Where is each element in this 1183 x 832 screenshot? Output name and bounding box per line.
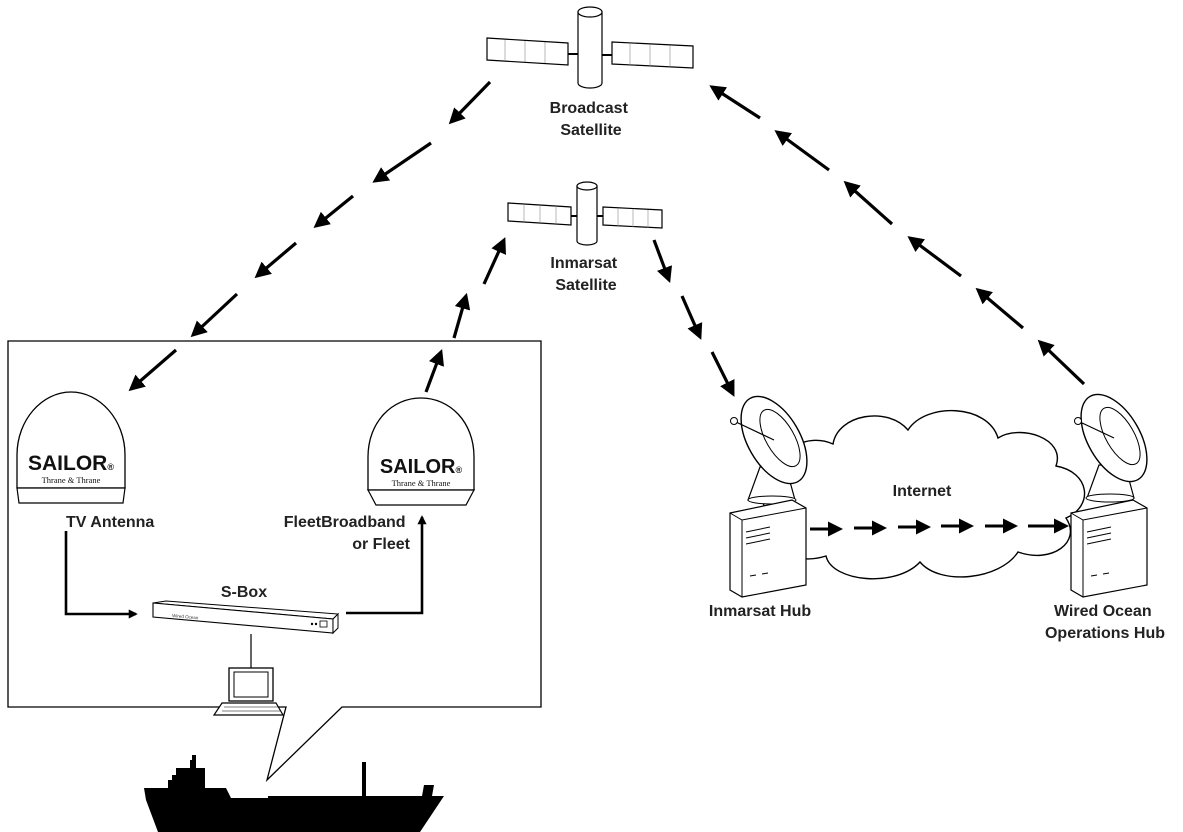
broadcast-satellite-label: Broadcast Satellite <box>550 100 633 139</box>
sbox-label: S-Box <box>221 584 267 601</box>
sailor-logo-left: SAILOR® <box>28 452 114 475</box>
inmarsat-satellite-icon <box>507 181 663 246</box>
operations-hub-label: Wired Ocean Operations Hub <box>1045 603 1165 642</box>
fleet-antenna-label: FleetBroadband or Fleet <box>284 514 411 553</box>
internet-label: Internet <box>893 483 952 500</box>
laptop-icon <box>212 667 285 716</box>
sbox-device-text: Wired Ocean <box>172 613 199 620</box>
sailor-logo-right: SAILOR® <box>380 456 463 478</box>
inmarsat-hub-dish-icon <box>730 395 808 505</box>
operations-hub-server-icon <box>1070 499 1148 598</box>
sbox-device-icon: Wired Ocean <box>152 600 340 635</box>
internet-link-arrows <box>810 518 1069 537</box>
tv-antenna-dome-icon: SAILOR® Thrane & Thrane <box>16 391 126 504</box>
broadcast-satellite-icon <box>486 6 694 89</box>
operations-hub-dish-icon <box>1074 393 1148 503</box>
sbox-to-fleet-connector <box>346 515 427 615</box>
tv-antenna-label: TV Antenna <box>66 514 154 531</box>
operations-uplink-arrows <box>709 85 1086 386</box>
inmarsat-satellite-label: Inmarsat Satellite <box>550 255 621 294</box>
inmarsat-hub-label: Inmarsat Hub <box>709 603 811 620</box>
broadcast-downlink-arrows <box>128 80 492 392</box>
thrane-logo-left: Thrane & Thrane <box>42 475 101 485</box>
ship-silhouette-icon <box>144 755 444 832</box>
inmarsat-hub-server-icon <box>729 499 807 598</box>
fleet-antenna-dome-icon: SAILOR® Thrane & Thrane <box>367 397 475 506</box>
inmarsat-downlink-arrows <box>652 239 735 397</box>
tv-to-sbox-connector <box>64 531 138 619</box>
fleet-uplink-arrows <box>424 237 506 393</box>
thrane-logo-right: Thrane & Thrane <box>392 478 451 488</box>
